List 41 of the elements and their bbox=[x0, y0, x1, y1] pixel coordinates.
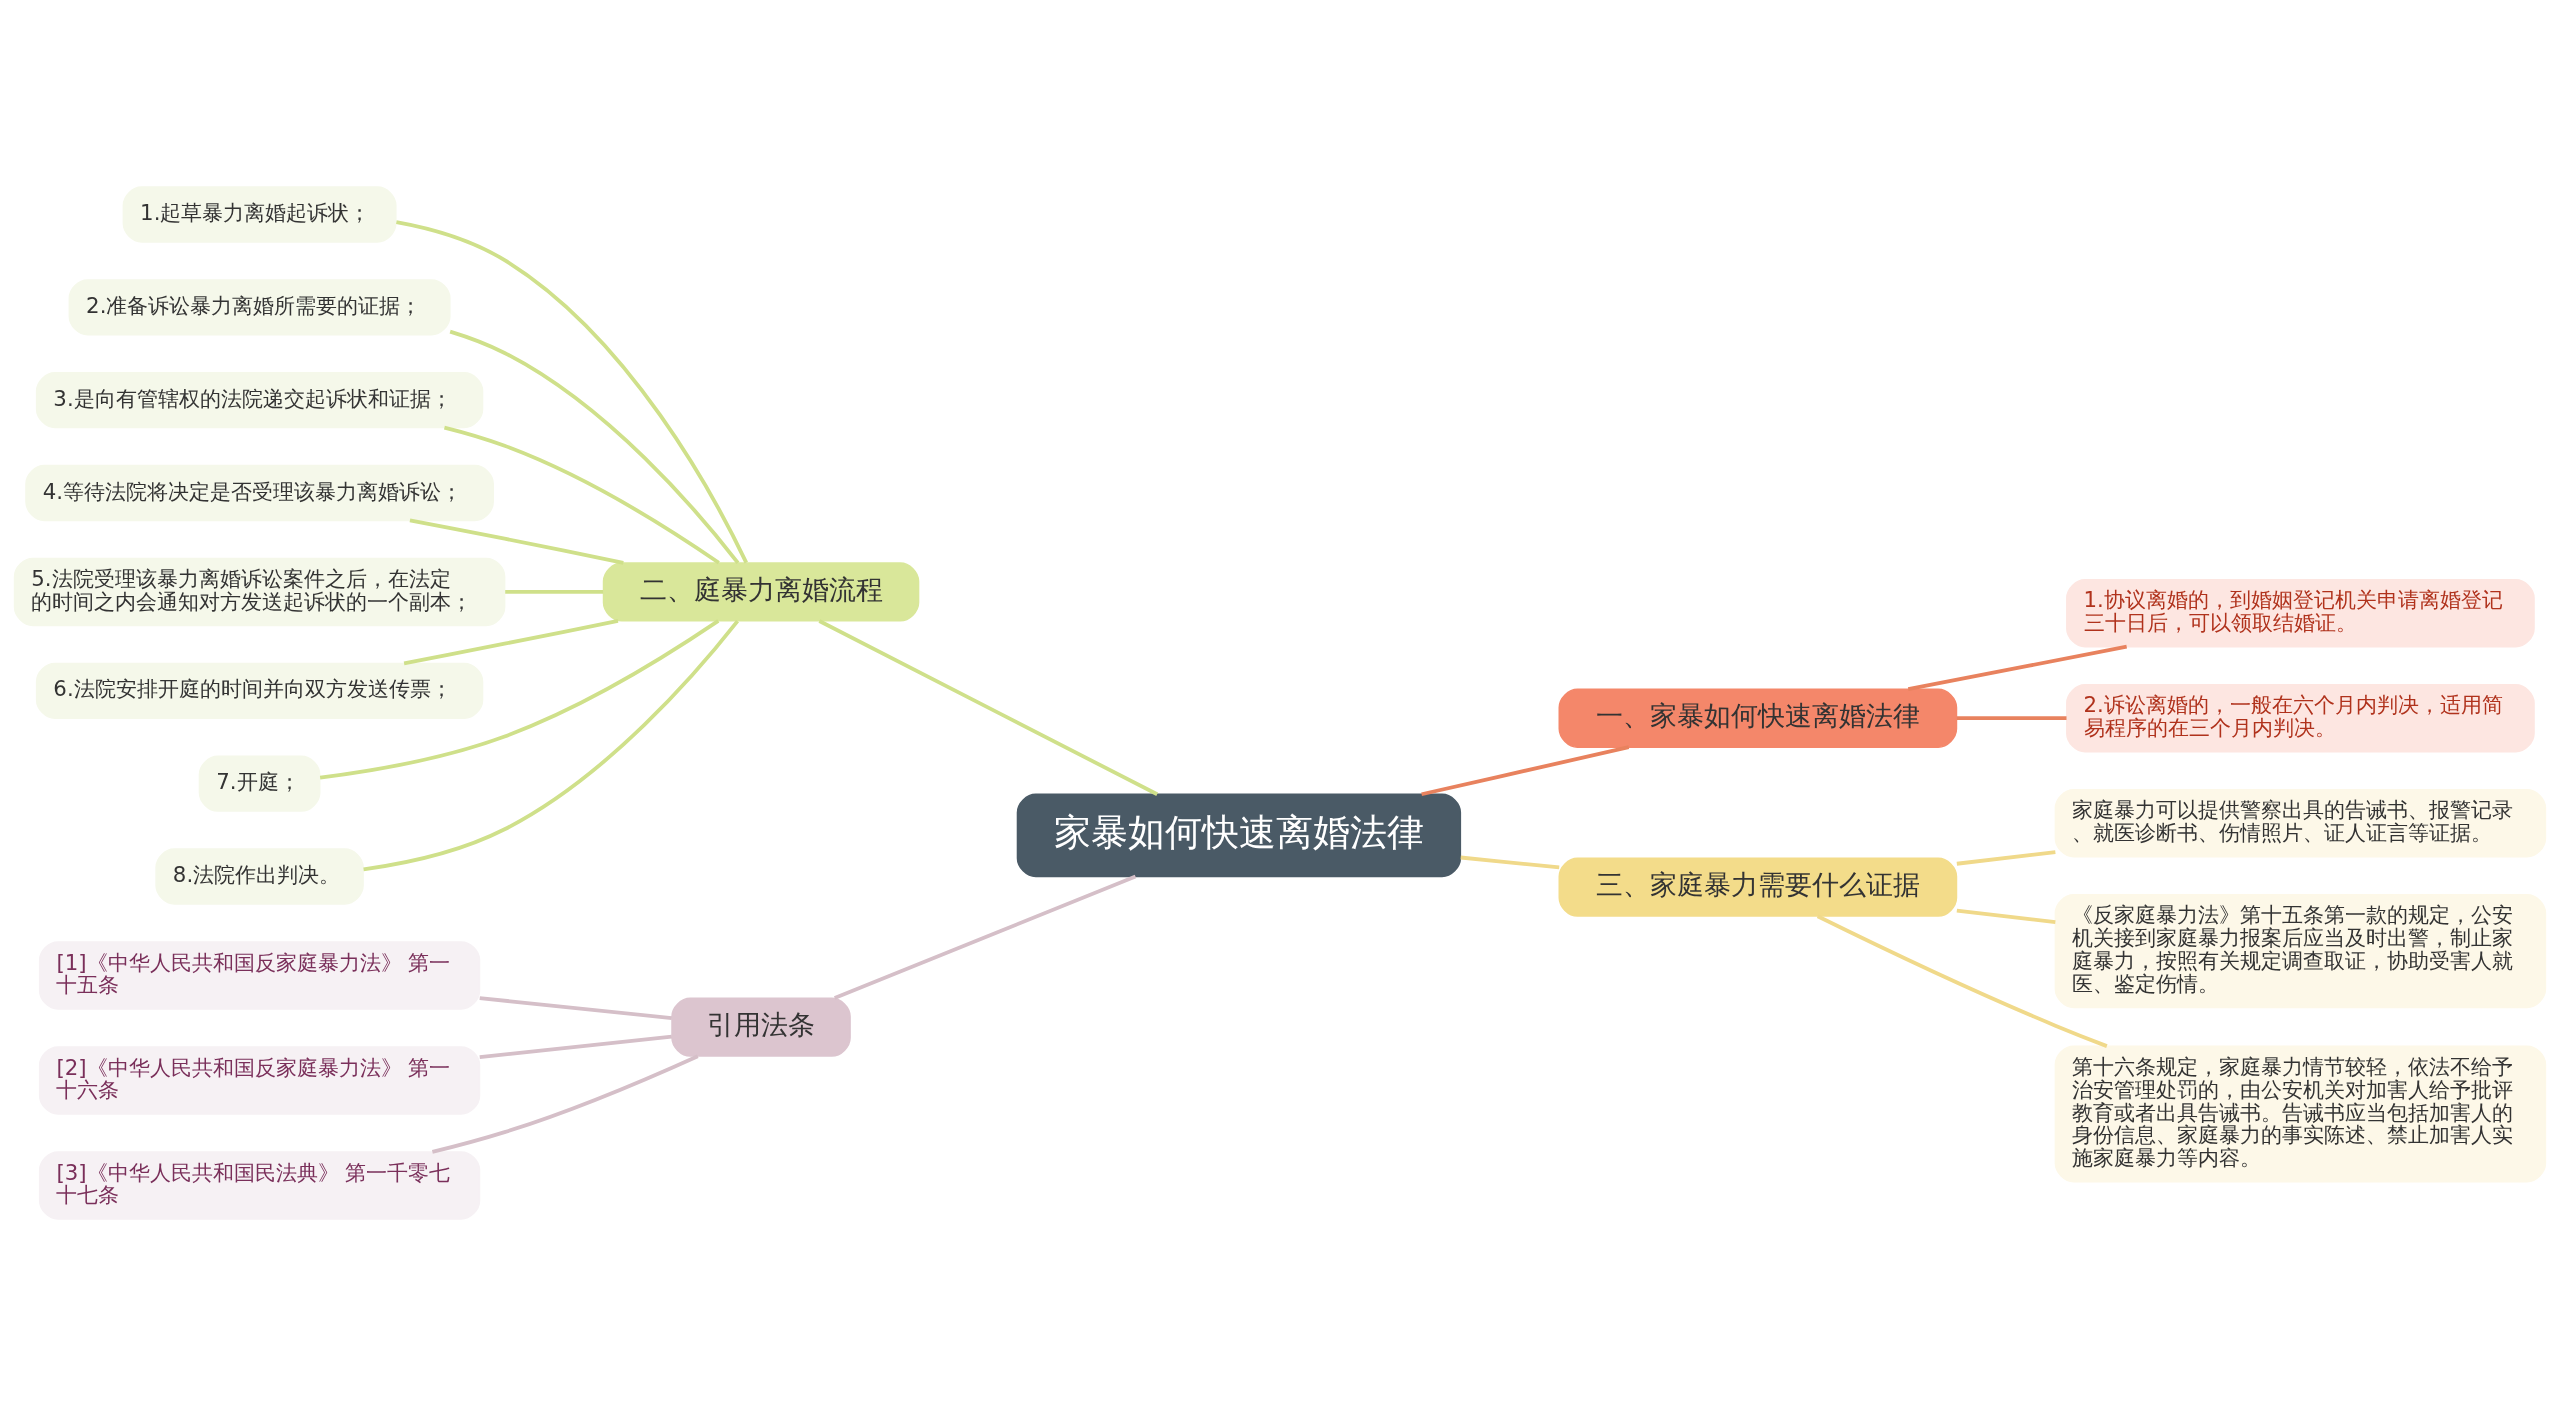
node-box: 家庭暴力可以提供警察出具的告诫书、报警记录、就医诊断书、伤情照片、证人证言等证据。 bbox=[2054, 788, 2547, 857]
node-box: 4.等待法院将决定是否受理该暴力离婚诉讼； bbox=[25, 464, 494, 521]
connector bbox=[443, 425, 720, 564]
node-box: 7.开庭； bbox=[198, 755, 321, 812]
node-box: 二、庭暴力离婚流程 bbox=[602, 561, 920, 622]
connector bbox=[396, 219, 748, 563]
connector bbox=[1460, 855, 1560, 869]
node-box: [1]《中华人民共和国反家庭暴力法》 第一十五条 bbox=[38, 940, 481, 1010]
connector bbox=[833, 874, 1137, 1000]
node-box: [2]《中华人民共和国反家庭暴力法》 第一十六条 bbox=[38, 1045, 481, 1115]
node-box: 家暴如何快速离婚法律 bbox=[1016, 793, 1462, 877]
node-box: 引用法条 bbox=[671, 997, 851, 1057]
connector bbox=[818, 618, 1159, 796]
node-box: 3.是向有管辖权的法院递交起诉状和证据； bbox=[35, 371, 484, 428]
connector bbox=[1956, 715, 2067, 720]
node-box: 《反家庭暴力法》第十五条第一款的规定，公安机关接到家庭暴力报案后应当及时出警，制止家庭暴力，按照有关规定调查取证，协助受害人就医、鉴定伤情。 bbox=[2054, 893, 2547, 1008]
node-box: 2.准备诉讼暴力离婚所需要的证据； bbox=[68, 278, 451, 335]
node-box: 1.起草暴力离婚起诉状； bbox=[122, 185, 397, 243]
node-box: 一、家暴如何快速离婚法律 bbox=[1558, 688, 1958, 748]
connector bbox=[403, 618, 619, 665]
node-box: 1.协议离婚的，到婚姻登记机关申请离婚登记三十日后，可以领取结婚证。 bbox=[2066, 578, 2535, 647]
connector bbox=[1956, 908, 2056, 924]
node-box: 2.诉讼离婚的，一般在六个月内判决，适用简易程序的在三个月内判决。 bbox=[2066, 683, 2535, 752]
connector bbox=[479, 995, 672, 1020]
connector bbox=[363, 619, 739, 871]
node-box: 第十六条规定，家庭暴力情节较轻，依法不给予治安管理处罚的，由公安机关对加害人给予批评教育或者出具告诫书。告诫书应当包括加害人的身份信息、家庭暴力的事实陈述、禁止加害人实施家庭暴力等内容。 bbox=[2054, 1044, 2547, 1182]
connector bbox=[479, 1034, 672, 1059]
connector bbox=[409, 518, 624, 565]
connector bbox=[1907, 644, 2128, 691]
connector bbox=[431, 1053, 699, 1154]
connector bbox=[1956, 849, 2056, 866]
node-box: 5.法院受理该暴力离婚诉讼案件之后，在法定的时间之内会通知对方发送起诉状的一个副本； bbox=[13, 557, 506, 626]
node-box: 三、家庭暴力需要什么证据 bbox=[1558, 856, 1958, 917]
node-box: 6.法院安排开庭的时间并向双方发送传票； bbox=[35, 662, 484, 719]
node-box: [3]《中华人民共和国民法典》 第一千零七十七条 bbox=[38, 1150, 481, 1220]
node-box: 8.法院作出判决。 bbox=[155, 847, 364, 905]
connector bbox=[449, 329, 740, 564]
connector bbox=[319, 618, 720, 780]
connector bbox=[1421, 744, 1630, 796]
connector bbox=[1816, 914, 2108, 1048]
connector bbox=[505, 589, 604, 594]
